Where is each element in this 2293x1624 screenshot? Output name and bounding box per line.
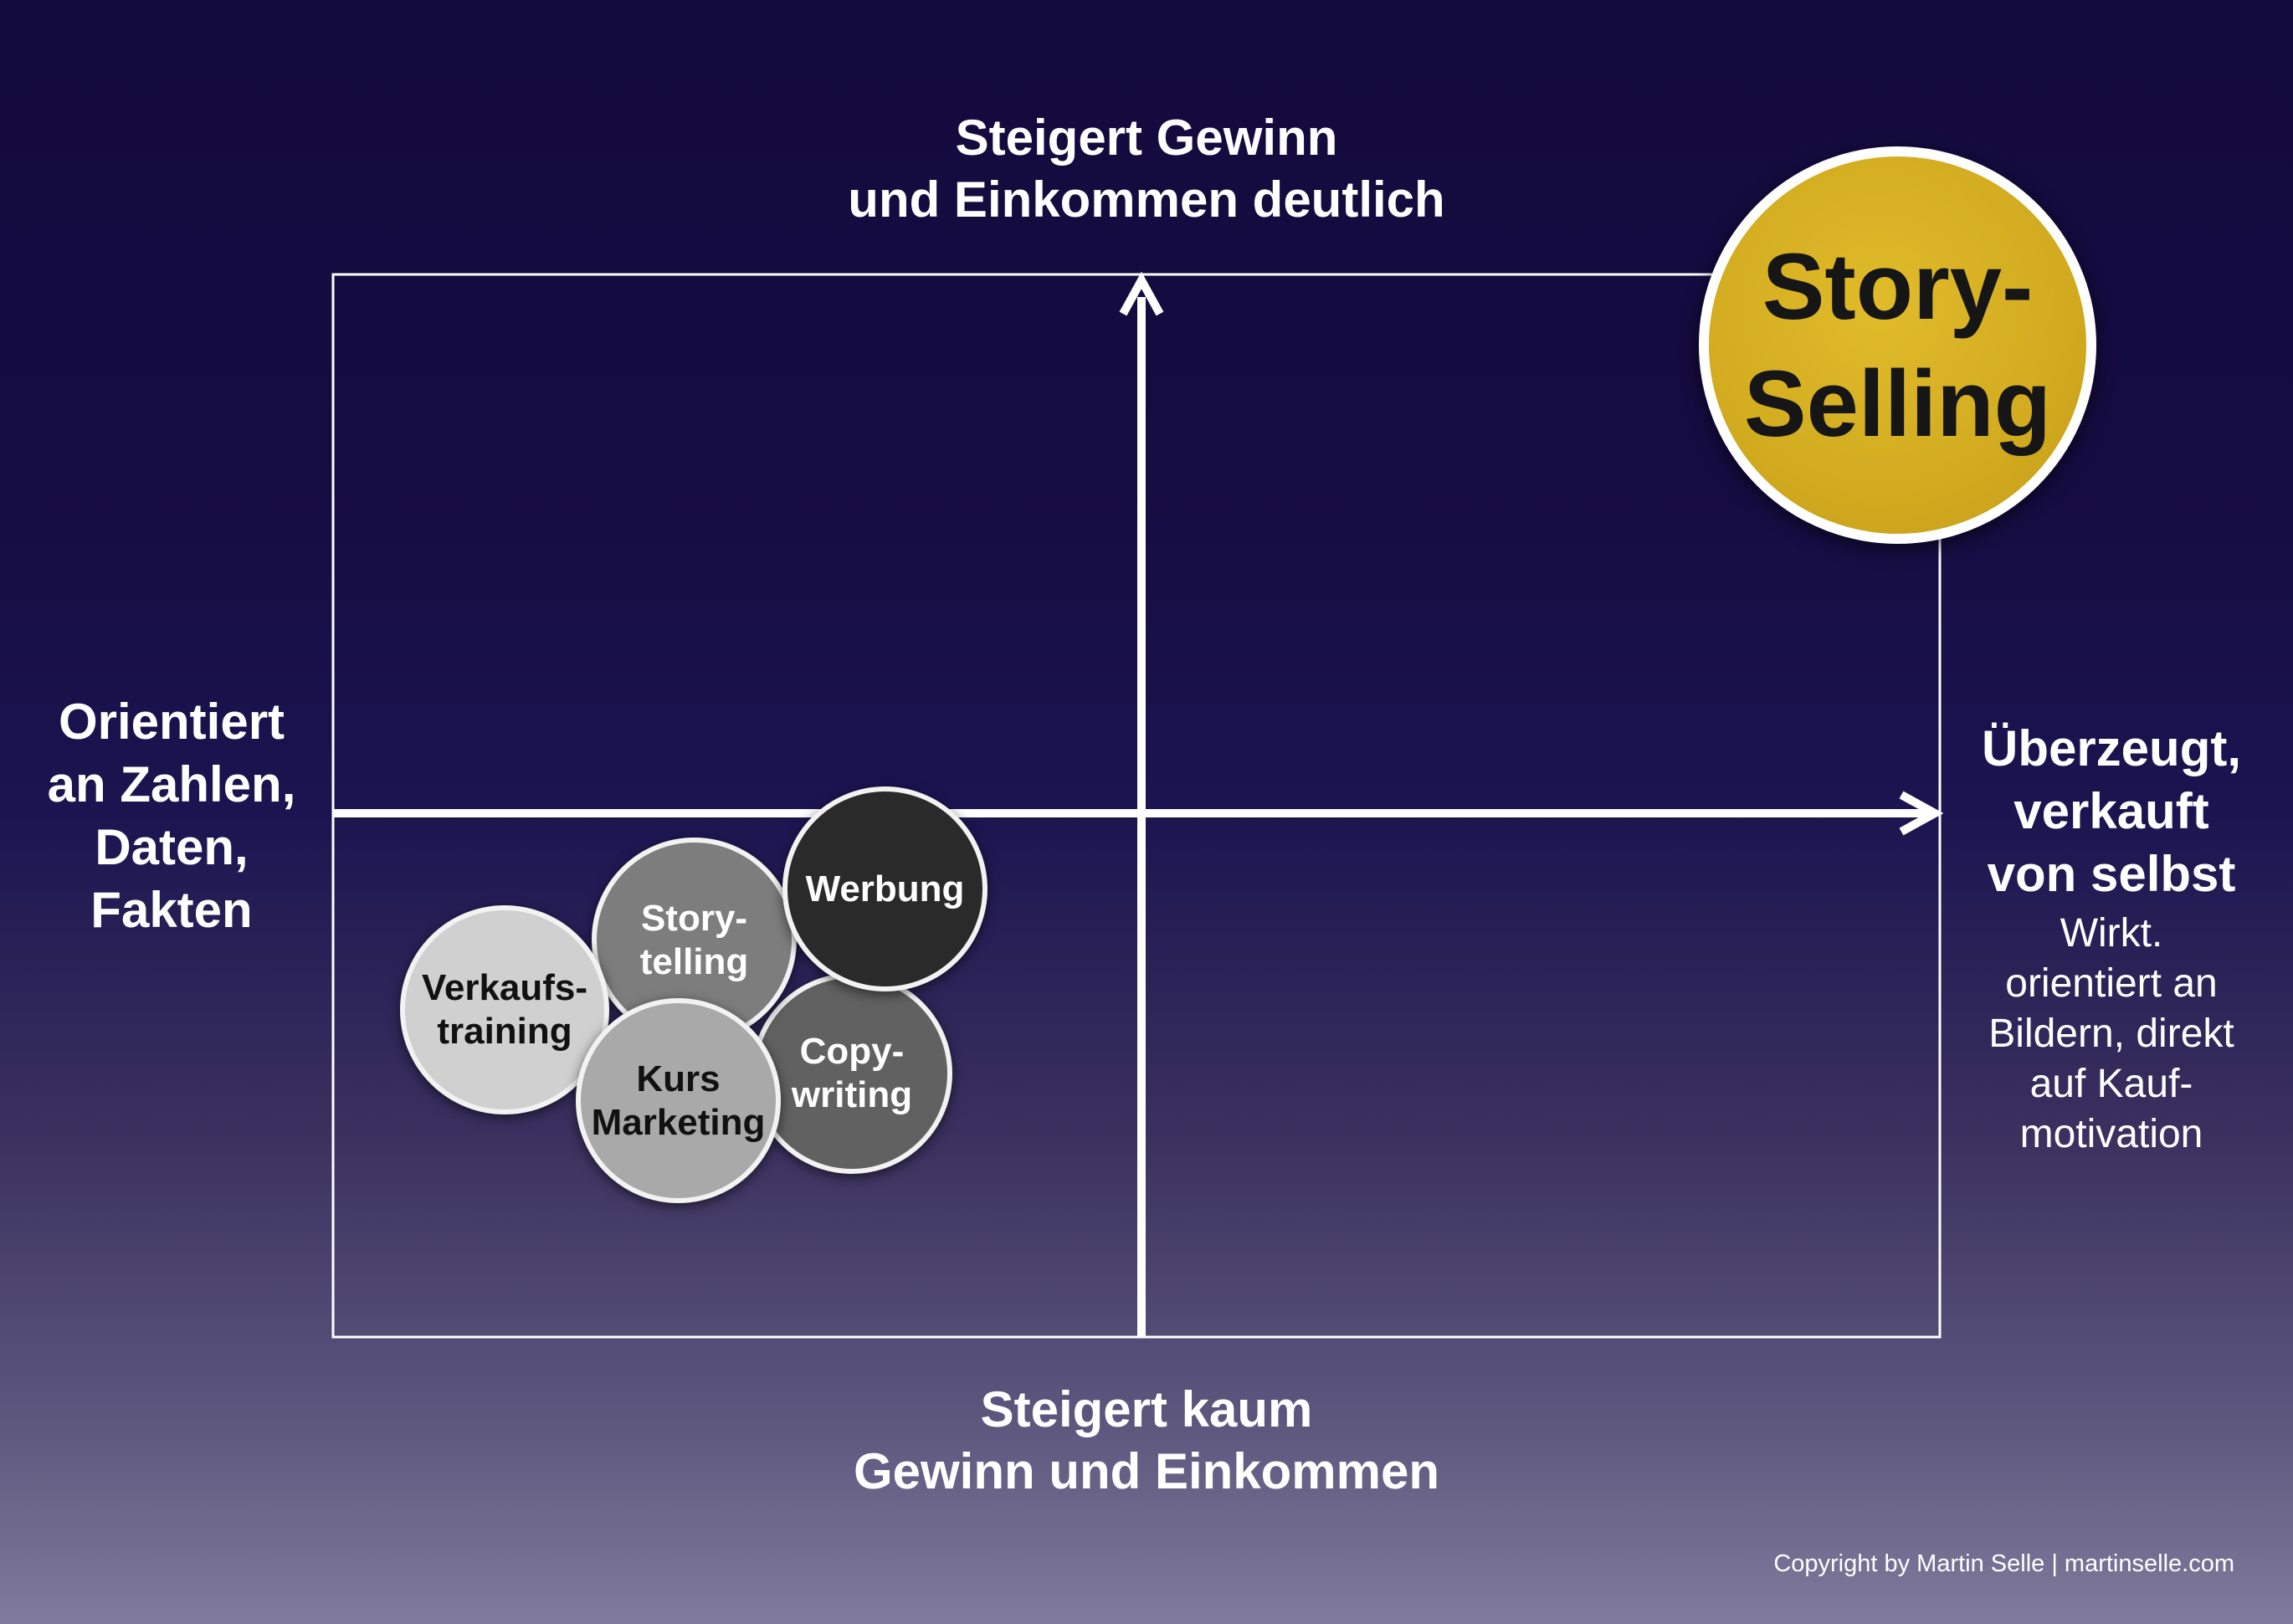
bubble-label: Marketing xyxy=(591,1101,766,1143)
axis-label-bottom-line: Gewinn und Einkommen xyxy=(853,1443,1440,1499)
bubble-storytelling: Story- telling xyxy=(592,838,797,1043)
bubble-werbung: Werbung xyxy=(782,786,987,991)
bubble-verkaufstraining: Verkaufs- training xyxy=(400,905,609,1114)
quadrant-frame xyxy=(331,273,1942,1339)
axis-label-right-line: verkauft xyxy=(2013,783,2209,839)
axis-label-left-line: Orientiert xyxy=(58,694,285,750)
axis-label-top-line: Steigert Gewinn xyxy=(955,110,1338,166)
axis-label-right-subtext-line: orientiert an xyxy=(2005,961,2218,1006)
copyright-notice: Copyright by Martin Selle | martinselle.… xyxy=(1773,1550,2234,1577)
bubble-label: Story- xyxy=(640,897,748,939)
bubble-label: writing xyxy=(791,1074,913,1115)
bubble-label: Kurs xyxy=(636,1058,721,1099)
axis-label-left-line: Daten, xyxy=(95,819,249,875)
axis-label-left-line: Fakten xyxy=(90,882,253,938)
horizontal-axis-arrowhead xyxy=(1899,791,1944,836)
axis-label-right-subtext: Wirkt. orientiert an Bildern, direkt auf… xyxy=(1940,909,2283,1160)
axis-label-right-subtext-line: Wirkt. xyxy=(2060,911,2163,955)
story-selling-label: Story- xyxy=(1762,233,2034,339)
axis-label-bottom: Steigert kaum Gewinn und Einkommen xyxy=(787,1379,1506,1503)
bubble-label: training xyxy=(437,1011,572,1052)
axis-label-left: Orientiert an Zahlen, Daten, Fakten xyxy=(17,690,326,941)
story-selling-label: Selling xyxy=(1743,351,2052,456)
bubble-kurs-marketing: Kurs Marketing xyxy=(576,998,781,1203)
bubble-copywriting: Copy- writing xyxy=(752,973,952,1174)
axis-label-top: Steigert Gewinn und Einkommen deutlich xyxy=(787,107,1506,231)
bubble-label: Verkaufs- xyxy=(421,967,588,1008)
axis-label-right-subtext-line: auf Kauf- xyxy=(2029,1062,2193,1106)
axis-label-right-subtext-line: Bildern, direkt xyxy=(1988,1012,2234,1056)
story-selling-highlight: Story- Selling xyxy=(1699,146,2096,544)
axis-label-right-line: Überzeugt, xyxy=(1981,720,2242,776)
vertical-axis-arrowhead xyxy=(1119,271,1164,316)
axis-label-right-line: von selbst xyxy=(1987,846,2236,902)
axis-label-right-subtext-line: motivation xyxy=(2019,1112,2203,1156)
bubble-label: telling xyxy=(639,940,749,982)
axis-label-left-line: an Zahlen, xyxy=(47,756,296,812)
axis-label-bottom-line: Steigert kaum xyxy=(980,1381,1313,1437)
axis-label-top-line: und Einkommen deutlich xyxy=(848,172,1445,228)
bubble-label: Werbung xyxy=(805,868,965,909)
axis-label-right: Überzeugt, verkauft von selbst xyxy=(1940,717,2283,905)
bubble-label: Copy- xyxy=(799,1031,905,1072)
